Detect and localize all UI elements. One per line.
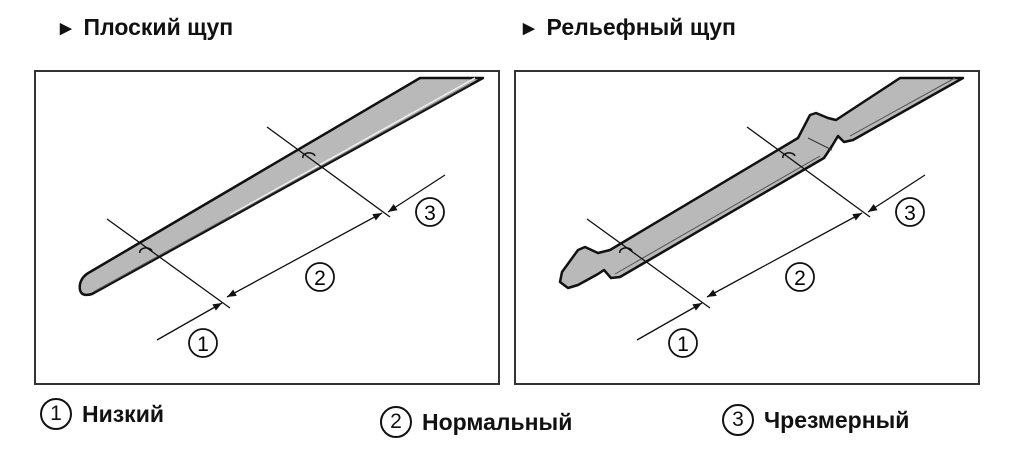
high-mark-hole — [302, 152, 316, 159]
high-mark-hole — [782, 152, 796, 159]
high-mark-line — [746, 126, 871, 218]
low-mark-line — [106, 218, 231, 309]
svg-text:3: 3 — [904, 202, 916, 225]
svg-text:1: 1 — [197, 333, 209, 356]
normal-range-dimension — [226, 212, 383, 298]
relief-dipstick-drawing: 1 2 3 — [558, 76, 965, 358]
triangle-bullet-icon: ▶ — [523, 19, 535, 37]
legend-number-badge: 1 — [40, 398, 72, 430]
triangle-bullet-icon: ▶ — [60, 19, 72, 37]
normal-range-dimension — [706, 212, 863, 298]
flat-dipstick-drawing: 1 2 3 — [78, 76, 485, 358]
title-flat-dipstick: ▶ Плоский щуп — [60, 14, 233, 41]
low-arrow — [156, 302, 223, 341]
svg-text:2: 2 — [794, 267, 806, 290]
flat-dipstick-panel — [34, 70, 500, 385]
legend-label: Чрезмерный — [764, 406, 910, 433]
legend-excess: 3 Чрезмерный — [722, 404, 909, 436]
excess-arrow — [867, 174, 926, 213]
legend-label: Низкий — [82, 400, 164, 427]
title-flat-text: Плоский щуп — [83, 14, 234, 40]
title-relief-text: Рельефный щуп — [546, 14, 736, 40]
excess-arrow — [387, 174, 446, 213]
relief-dipstick-panel — [514, 70, 980, 385]
legend-label: Нормальный — [422, 408, 573, 435]
relief-dipstick — [558, 76, 965, 290]
high-mark-line — [266, 126, 391, 218]
legend-number-badge: 3 — [722, 404, 754, 436]
title-relief-dipstick: ▶ Рельефный щуп — [523, 14, 736, 41]
legend-number-badge: 2 — [380, 406, 412, 438]
low-mark-line — [586, 218, 711, 309]
callout-1: 1 — [668, 328, 698, 358]
legend-low: 1 Низкий — [40, 398, 164, 430]
svg-text:3: 3 — [424, 202, 436, 225]
callout-2: 2 — [785, 262, 815, 292]
callout-3: 3 — [415, 197, 445, 227]
callout-1: 1 — [188, 328, 218, 358]
svg-text:1: 1 — [677, 333, 689, 356]
legend-normal: 2 Нормальный — [380, 406, 572, 438]
callout-2: 2 — [305, 262, 335, 292]
low-arrow — [636, 302, 703, 341]
low-mark-hole — [619, 247, 633, 254]
callout-3: 3 — [895, 197, 925, 227]
low-mark-hole — [139, 247, 153, 254]
svg-text:2: 2 — [314, 267, 326, 290]
